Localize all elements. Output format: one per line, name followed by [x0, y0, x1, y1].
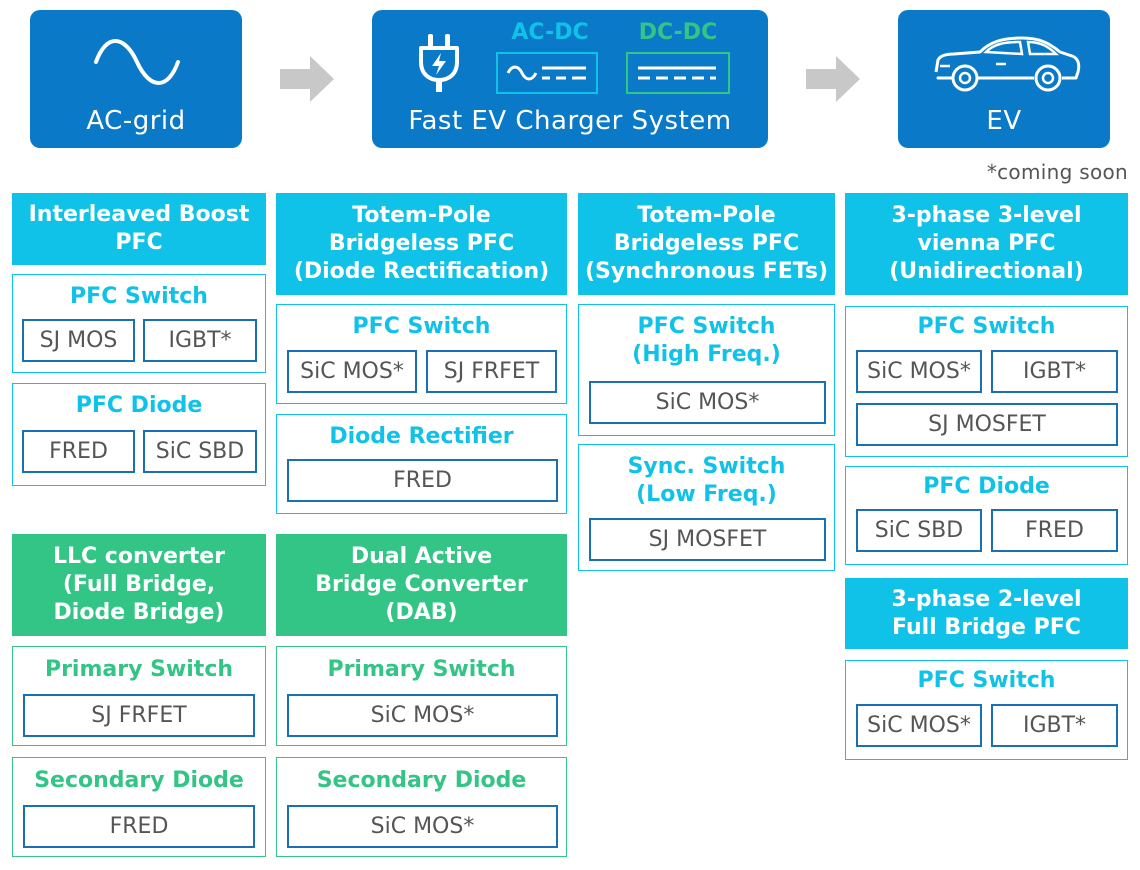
panel-title: PFC Switch — [352, 314, 491, 339]
part-chip: FRED — [991, 509, 1118, 552]
part-chip: SiC SBD — [856, 509, 982, 552]
panel-title: PFC Switch — [917, 314, 1056, 339]
acdc-block — [496, 52, 598, 94]
panel-title: PFC Diode — [75, 393, 203, 418]
component-panel: PFC Switch SiC MOS* SJ FRFET — [276, 304, 567, 404]
component-panel: PFC Switch SiC MOS* IGBT* — [845, 660, 1128, 760]
part-chip: SJ MOS — [22, 319, 135, 362]
sine-wave-icon — [94, 39, 180, 85]
panel-title: Diode Rectifier — [329, 424, 514, 449]
component-panel: Primary Switch SJ FRFET — [12, 646, 266, 746]
part-chip: SiC MOS* — [287, 805, 558, 848]
component-panel: PFC Diode SiC SBD FRED — [845, 466, 1128, 565]
ac-dc-symbol-icon — [506, 65, 586, 81]
charger-box: AC-DC DC-DC Fast EV Charger System — [372, 10, 768, 148]
dc-dc-symbol-icon — [638, 66, 716, 80]
panel-title: PFC Diode — [923, 474, 1050, 499]
panel-title: Secondary Diode — [34, 768, 244, 793]
panel-title: Secondary Diode — [316, 768, 527, 793]
section-header: 3-phase 2-level Full Bridge PFC — [845, 578, 1128, 649]
acdc-label: AC-DC — [511, 20, 589, 45]
part-chip: FRED — [22, 430, 135, 473]
ev-box: EV — [898, 10, 1110, 148]
panel-title: Sync. Switch (Low Freq.) — [627, 454, 786, 507]
part-chip: SJ MOSFET — [856, 403, 1118, 446]
component-panel: PFC Switch (High Freq.) SiC MOS* — [578, 304, 835, 436]
ac-grid-box: AC-grid — [30, 10, 242, 148]
component-panel: PFC Switch SJ MOS IGBT* — [12, 274, 266, 373]
section-header: LLC converter (Full Bridge, Diode Bridge… — [12, 534, 266, 636]
part-chip: SiC MOS* — [287, 694, 558, 737]
component-panel: Diode Rectifier FRED — [276, 414, 567, 514]
charger-label: Fast EV Charger System — [408, 106, 732, 136]
section-header: Totem-Pole Bridgeless PFC (Diode Rectifi… — [276, 193, 567, 295]
ac-grid-label: AC-grid — [86, 106, 186, 136]
dcdc-block — [626, 52, 730, 94]
part-chip: IGBT* — [143, 319, 257, 362]
plug-icon — [419, 34, 459, 92]
part-chip: SJ FRFET — [426, 350, 557, 393]
panel-title: Primary Switch — [327, 657, 516, 682]
flow-arrow-icon — [280, 56, 334, 102]
part-chip: SiC SBD — [143, 430, 257, 473]
section-header: 3-phase 3-level vienna PFC (Unidirection… — [845, 193, 1128, 295]
part-chip: SiC MOS* — [856, 350, 982, 393]
flow-arrow-icon — [806, 56, 860, 102]
part-chip: SJ MOSFET — [589, 518, 826, 561]
part-chip: SiC MOS* — [856, 704, 982, 747]
part-chip: FRED — [287, 459, 558, 502]
section-header: Totem-Pole Bridgeless PFC (Synchronous F… — [578, 193, 835, 295]
section-header: Dual Active Bridge Converter (DAB) — [276, 534, 567, 636]
component-panel: Secondary Diode FRED — [12, 757, 266, 857]
component-panel: Secondary Diode SiC MOS* — [276, 757, 567, 857]
component-panel: Sync. Switch (Low Freq.) SJ MOSFET — [578, 444, 835, 571]
ev-label: EV — [986, 106, 1022, 136]
part-chip: IGBT* — [991, 350, 1118, 393]
dcdc-label: DC-DC — [638, 20, 718, 45]
part-chip: FRED — [23, 805, 255, 848]
panel-title: PFC Switch (High Freq.) — [632, 314, 781, 367]
component-panel: PFC Diode FRED SiC SBD — [12, 383, 266, 486]
component-panel: PFC Switch SiC MOS* IGBT* SJ MOSFET — [845, 306, 1128, 457]
panel-title: PFC Switch — [70, 284, 208, 309]
part-chip: SJ FRFET — [23, 694, 255, 737]
car-icon — [934, 36, 1081, 92]
panel-title: PFC Switch — [917, 668, 1056, 693]
panel-title: Primary Switch — [44, 657, 234, 682]
component-panel: Primary Switch SiC MOS* — [276, 646, 567, 746]
part-chip: SiC MOS* — [589, 381, 826, 424]
section-header: Interleaved Boost PFC — [12, 193, 266, 265]
part-chip: SiC MOS* — [287, 350, 417, 393]
coming-soon-note: *coming soon — [986, 160, 1128, 184]
part-chip: IGBT* — [991, 704, 1118, 747]
